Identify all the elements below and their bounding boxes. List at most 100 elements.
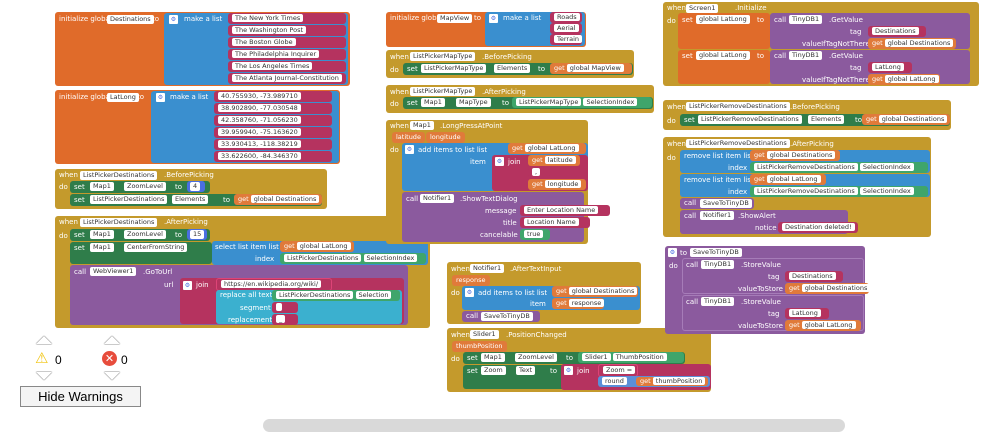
gear-icon[interactable]: ⚙ <box>465 288 474 297</box>
property-dropdown[interactable]: SelectionIndex <box>363 254 418 262</box>
var-dropdown[interactable]: global LatLong <box>696 51 750 60</box>
selectionindex-getter[interactable]: ListPickerRemoveDestinations SelectionIn… <box>750 162 928 173</box>
text-block[interactable]: Destination deleted! <box>778 222 858 233</box>
var-dropdown[interactable]: global LatLong <box>766 175 821 183</box>
text-block[interactable]: The New York Times <box>228 13 346 24</box>
get-global-block[interactable]: get global MapView <box>550 63 632 74</box>
get-global-block[interactable]: get global Destinations <box>862 114 950 125</box>
zoomlevel-dropdown[interactable]: ZoomLevel <box>515 353 557 362</box>
get-global-block[interactable]: get global Destinations <box>785 283 871 294</box>
text-block[interactable]: 39.959940, -75.163620 <box>214 127 332 138</box>
var-name-destinations[interactable]: Destinations <box>107 15 154 24</box>
text-block[interactable]: Zoom = <box>598 364 638 377</box>
var-name-latlong[interactable]: LatLong <box>107 93 139 102</box>
var-dropdown[interactable]: global Destinations <box>801 284 871 292</box>
text-value[interactable]: The Los Angeles Times <box>232 62 313 70</box>
text-block[interactable]: 42.358760, -71.056230 <box>214 115 332 126</box>
number-block[interactable]: 15 <box>187 229 207 240</box>
text-value[interactable]: 42.358760, -71.056230 <box>218 116 301 124</box>
tinydb-dropdown[interactable]: TinyDB1 <box>789 51 823 60</box>
map1-dropdown[interactable]: Map1 <box>90 243 114 252</box>
zoomlevel-dropdown[interactable]: ZoomLevel <box>124 230 166 239</box>
component-dropdown[interactable]: ListPickerRemoveDestinations <box>686 102 790 111</box>
get-global-block[interactable]: get global LatLong <box>750 174 826 185</box>
text-value[interactable]: 40.755930, -73.989710 <box>218 92 301 100</box>
param-thumbposition[interactable]: thumbPosition <box>452 341 507 352</box>
var-dropdown[interactable]: global LatLong <box>296 242 351 250</box>
text-block[interactable]: 33.930413, -118.38219 <box>214 139 332 150</box>
prev-error-arrow[interactable] <box>104 336 120 344</box>
gear-icon[interactable]: ⚙ <box>156 93 165 102</box>
component-dropdown[interactable]: Screen1 <box>686 4 719 13</box>
text-value[interactable]: , <box>532 168 541 176</box>
component-dropdown[interactable]: ListPickerRemoveDestinations <box>754 187 858 195</box>
prev-warning-arrow[interactable] <box>36 336 52 344</box>
text-value[interactable]: Roads <box>554 13 580 21</box>
component-dropdown[interactable]: ListPickerMapType <box>516 98 582 106</box>
text-value[interactable]: 33.930413, -118.38219 <box>218 140 301 148</box>
gear-icon[interactable]: ⚙ <box>489 14 498 23</box>
text-value[interactable]: The Boston Globe <box>232 38 296 46</box>
number-value[interactable]: 15 <box>190 230 205 239</box>
boolean-block[interactable]: true <box>520 229 550 240</box>
text-block[interactable]: , <box>528 167 550 178</box>
var-dropdown[interactable]: global LatLong <box>884 75 939 83</box>
next-warning-arrow[interactable] <box>36 372 52 380</box>
text-block[interactable]: Location Name <box>520 217 590 228</box>
notifier-dropdown[interactable]: Notifier1 <box>700 211 735 220</box>
var-dropdown[interactable]: global Destinations <box>884 39 954 47</box>
procedure-dropdown[interactable]: SaveToTinyDB <box>700 199 752 208</box>
param-longitude[interactable]: longitude <box>426 132 465 143</box>
text-value[interactable]: Location Name <box>524 218 579 226</box>
var-name-mapview[interactable]: MapView <box>437 14 473 23</box>
text-value[interactable]: The Washington Post <box>232 26 307 34</box>
gear-icon[interactable]: ⚙ <box>405 145 414 154</box>
selectionindex-getter[interactable]: ListPickerDestinations SelectionIndex <box>280 253 426 264</box>
get-global-block[interactable]: get global LatLong <box>785 320 861 331</box>
property-dropdown[interactable]: Elements <box>808 115 845 124</box>
text-value[interactable]: Destinations <box>872 27 919 35</box>
hide-warnings-button[interactable]: Hide Warnings <box>20 386 141 407</box>
text-value[interactable]: 39.959940, -75.163620 <box>218 128 301 136</box>
property-dropdown[interactable]: Selection <box>355 291 392 299</box>
component-dropdown[interactable]: ListPickerDestinations <box>276 291 354 299</box>
get-global-block[interactable]: get global Destinations <box>552 286 638 297</box>
text-block[interactable]: Enter Location Name <box>520 205 610 216</box>
property-dropdown[interactable]: SelectionIndex <box>859 163 914 171</box>
text-block[interactable]: The Atlanta Journal-Constitution <box>228 73 346 84</box>
get-thumbposition-block[interactable]: get thumbPosition <box>636 377 708 386</box>
var-dropdown[interactable]: global Destinations <box>568 287 638 295</box>
var-dropdown[interactable]: global MapView <box>566 64 624 72</box>
map1-dropdown[interactable]: Map1 <box>90 182 114 191</box>
map1-dropdown[interactable]: Map1 <box>421 98 445 107</box>
component-dropdown[interactable]: ListPickerRemoveDestinations <box>754 163 858 171</box>
var-dropdown[interactable]: latitude <box>544 156 576 164</box>
gear-icon[interactable]: ⚙ <box>564 366 573 375</box>
text-block[interactable]: Roads <box>550 12 582 23</box>
text-block[interactable]: Aerial <box>550 23 582 34</box>
component-dropdown[interactable]: ListPickerDestinations <box>284 254 362 262</box>
text-value[interactable]: The Philadelphia Inquirer <box>232 50 320 58</box>
selectionindex-getter[interactable]: ListPickerMapType SelectionIndex <box>512 97 652 108</box>
component-dropdown[interactable]: ListPickerRemoveDestinations <box>698 115 802 124</box>
var-dropdown[interactable]: global LatLong <box>801 321 856 329</box>
var-dropdown[interactable]: global Destinations <box>878 115 948 123</box>
text-value[interactable]: Destination deleted! <box>782 223 855 231</box>
property-dropdown[interactable]: Elements <box>172 195 209 204</box>
component-dropdown[interactable]: ListPickerDestinations <box>90 195 168 204</box>
text-value[interactable]: The New York Times <box>232 14 304 22</box>
gear-icon[interactable]: ⚙ <box>668 248 677 257</box>
text-value[interactable]: LatLong <box>789 309 821 317</box>
tinydb-dropdown[interactable]: TinyDB1 <box>701 260 735 269</box>
text-value[interactable]: _ <box>276 315 286 323</box>
get-global-block[interactable]: get global Destinations <box>750 150 840 161</box>
get-response-block[interactable]: get response <box>552 298 605 309</box>
selectionindex-getter[interactable]: ListPickerRemoveDestinations SelectionIn… <box>750 186 928 197</box>
map1-dropdown[interactable]: Map1 <box>481 353 505 362</box>
tinydb-dropdown[interactable]: TinyDB1 <box>701 297 735 306</box>
text-block[interactable]: Terrain <box>550 34 583 45</box>
param-latitude[interactable]: latitude <box>392 132 425 143</box>
component-dropdown[interactable]: ListPickerMapType <box>421 64 487 73</box>
property-dropdown[interactable]: ThumbPosition <box>612 353 667 361</box>
text-value[interactable]: Destinations <box>789 272 836 280</box>
